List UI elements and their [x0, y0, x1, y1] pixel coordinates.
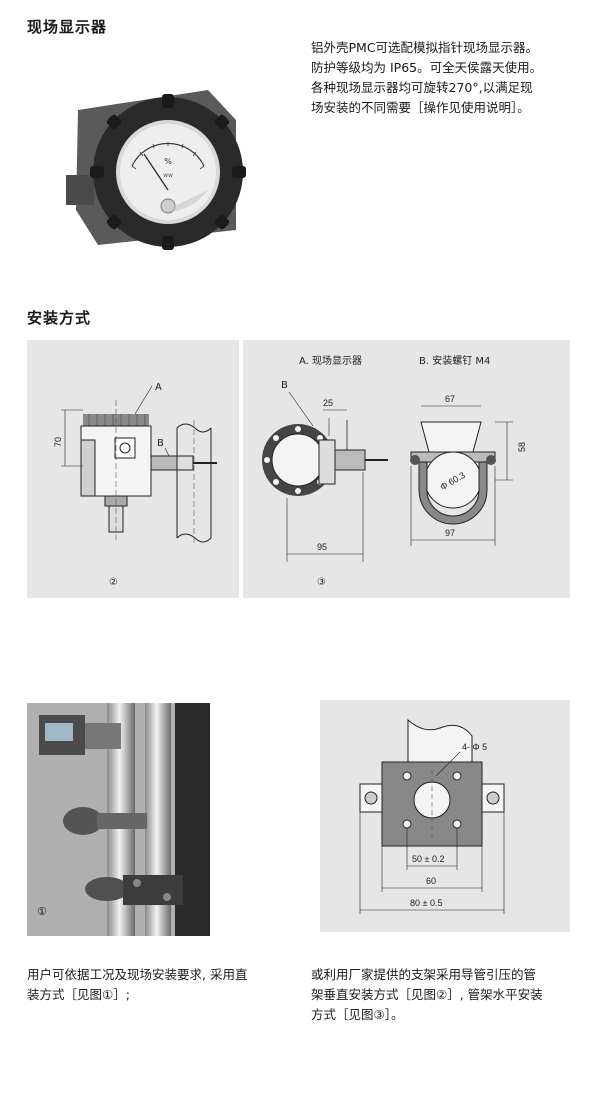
- text-line: 方式［见图③］。: [311, 1007, 404, 1022]
- text-line: 或利用厂家提供的支架采用导管引压的管: [311, 967, 537, 982]
- bottom-right-paragraph: 或利用厂家提供的支架采用导管引压的管 架垂直安装方式［见图②］, 管架水平安装 …: [311, 965, 586, 1025]
- field-display-photo: % ww: [58, 80, 248, 265]
- diagram-vertical-mount: 70 A B ②: [27, 340, 239, 598]
- dim-height-70: 70: [53, 437, 63, 447]
- label-a: A: [155, 382, 162, 393]
- text-line: 用户可依据工况及现场安装要求, 采用直: [27, 967, 248, 982]
- dim-25: 25: [323, 398, 333, 408]
- dim-67: 67: [445, 394, 455, 404]
- section-title-display: 现场显示器: [27, 18, 108, 36]
- intro-paragraph: 铝外壳PMC可选配模拟指针现场显示器。 防护等级均为 IP65。可全天侯露天使用…: [311, 38, 586, 118]
- legend-b: B. 安装螺钉 M4: [419, 354, 490, 367]
- figure-number-2: ②: [109, 577, 118, 588]
- intro-line: 场安装的不同需要［操作见使用说明］。: [311, 100, 530, 115]
- pipe-flange: [123, 875, 183, 905]
- label-b: B: [157, 438, 164, 449]
- holes-spec: 4- Φ 5: [462, 742, 487, 752]
- intro-line: 各种现场显示器均可旋转270°,以满足现: [311, 80, 533, 95]
- dim-50: 50 ± 0.2: [412, 854, 444, 864]
- dim-80: 80 ± 0.5: [410, 898, 442, 908]
- housing-side-port: [66, 175, 94, 205]
- legend-a: A. 现场显示器: [299, 354, 362, 367]
- text-line: 装方式［见图①］;: [27, 987, 130, 1002]
- gauge-needle: [143, 153, 169, 191]
- dim-60: 60: [426, 876, 436, 886]
- dim-58: 58: [517, 442, 527, 452]
- intro-line: 防护等级均为 IP65。可全天侯露天使用。: [311, 60, 543, 75]
- gauge-brand: ww: [163, 172, 173, 179]
- pipe-stub: [407, 718, 473, 763]
- gauge-unit: %: [164, 157, 172, 166]
- text-line: 架垂直安装方式［见图②］, 管架水平安装: [311, 987, 543, 1002]
- bracket-saddle: [420, 421, 482, 453]
- bracket-drawing: 4- Φ 5 50 ± 0.2 60 80 ± 0.5: [320, 700, 570, 932]
- intro-line: 铝外壳PMC可选配模拟指针现场显示器。: [311, 40, 539, 55]
- label-b-right: B: [281, 380, 288, 391]
- installation-photo: ①: [27, 703, 210, 936]
- section-title-mounting: 安装方式: [27, 309, 92, 327]
- bottom-left-paragraph: 用户可依据工况及现场安装要求, 采用直 装方式［见图①］;: [27, 965, 302, 1005]
- dim-95: 95: [317, 542, 327, 552]
- dim-97: 97: [445, 528, 455, 538]
- figure-number-3: ③: [317, 577, 326, 588]
- figure-number-1: ①: [37, 905, 47, 918]
- transmitter-unit: [63, 807, 103, 835]
- diagram-horizontal-mount: A. 现场显示器 B. 安装螺钉 M4 25 B 95 ③ Φ 60.3 67: [243, 340, 570, 598]
